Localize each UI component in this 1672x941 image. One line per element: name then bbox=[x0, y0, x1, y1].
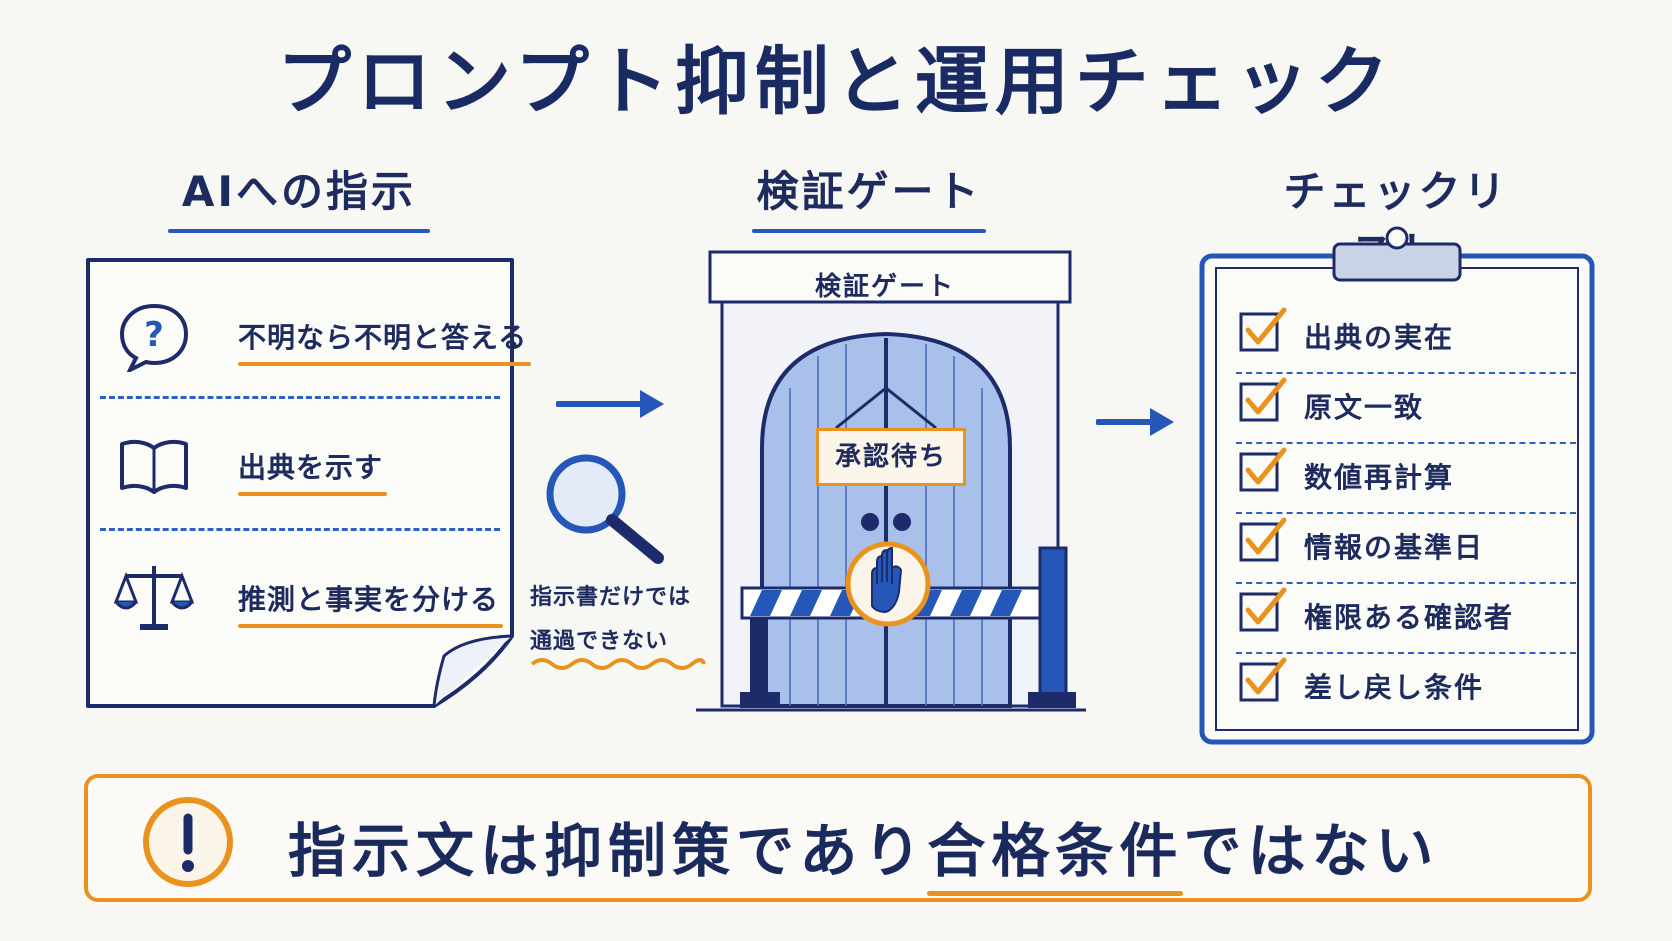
checklist-item: 権限ある確認者 bbox=[1236, 580, 1576, 654]
note-line: 通過できない bbox=[530, 629, 669, 654]
checkbox-checked-icon bbox=[1239, 657, 1287, 702]
banner-message: 指示文は抑制策であり合格条件ではない bbox=[288, 804, 1439, 896]
gate-label: 検証ゲート bbox=[814, 272, 955, 302]
page-title: プロンプト抑制と運用チェック bbox=[277, 39, 1395, 125]
checklist-item: 差し戻し条件 bbox=[1238, 650, 1568, 718]
checkbox-checked-icon bbox=[1239, 517, 1287, 562]
instruction-label: 不明なら不明と答える bbox=[238, 316, 532, 366]
checklist-item: 出典の実在 bbox=[1236, 300, 1576, 374]
warning-banner: 指示文は抑制策であり合格条件ではない bbox=[84, 774, 1592, 902]
magnifier-icon bbox=[546, 454, 664, 564]
pending-approval-sign: 承認待ち bbox=[816, 428, 966, 486]
instruction-label: 推測と事実を分ける bbox=[238, 578, 504, 628]
checklist-item: 原文一致 bbox=[1236, 370, 1576, 444]
checkbox-checked-icon bbox=[1239, 587, 1287, 632]
question-bubble-icon: ? bbox=[119, 303, 189, 372]
instruction-item: ? 不明なら不明と答える bbox=[108, 276, 532, 396]
arrow-right-icon bbox=[556, 390, 664, 418]
checkbox-checked-icon bbox=[1239, 307, 1287, 352]
checklist-item: 数値再計算 bbox=[1236, 440, 1576, 514]
verification-gate bbox=[696, 250, 1086, 712]
checklist-item: 情報の基準日 bbox=[1236, 510, 1576, 584]
instruction-item: 推測と事実を分ける bbox=[108, 538, 508, 658]
instruction-sheet: ? 不明なら不明と答える 出典を示す 推測と事実を分ける bbox=[84, 256, 532, 710]
note-line: 指示書だけでは bbox=[530, 585, 692, 610]
book-icon bbox=[120, 439, 188, 494]
gate-note: 指示書だけでは 通過できない bbox=[530, 576, 706, 664]
divider bbox=[100, 396, 500, 399]
gate-heading: 検証ゲート bbox=[752, 158, 986, 233]
wavy-underline bbox=[530, 658, 706, 670]
svg-text:?: ? bbox=[144, 315, 164, 355]
banner-emphasis: 合格条件 bbox=[927, 804, 1184, 896]
checkbox-checked-icon bbox=[1239, 447, 1287, 492]
checkbox-checked-icon bbox=[1239, 377, 1287, 422]
clipboard bbox=[1199, 226, 1595, 745]
instructions-heading: AIへの指示 bbox=[168, 158, 430, 233]
divider bbox=[100, 528, 500, 531]
instruction-item: 出典を示す bbox=[108, 406, 508, 526]
exclamation-icon bbox=[143, 797, 233, 887]
instruction-label: 出典を示す bbox=[238, 446, 388, 496]
arrow-right-icon bbox=[1096, 408, 1174, 436]
scales-icon bbox=[114, 566, 194, 630]
